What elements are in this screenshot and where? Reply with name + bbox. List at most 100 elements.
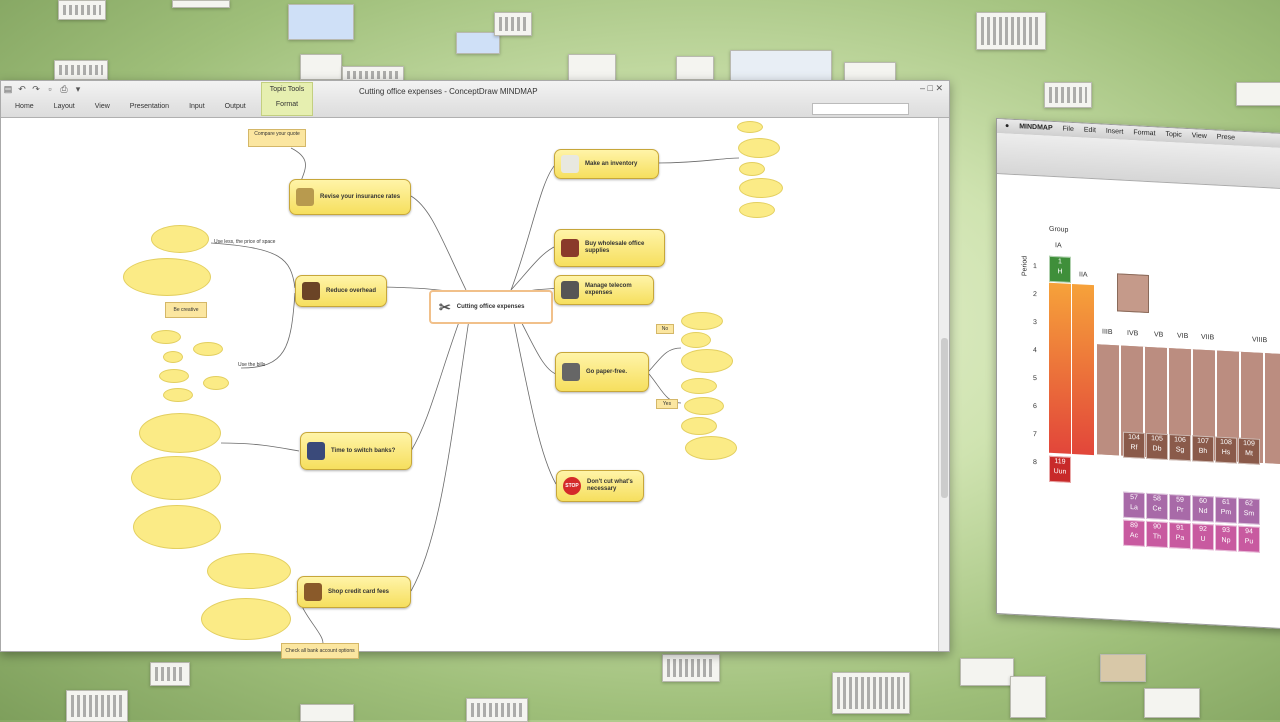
element-cell[interactable]: 119 Uun: [1049, 455, 1071, 483]
subtopic-use-less[interactable]: Use less, the price of space: [214, 239, 276, 245]
element-cell[interactable]: 90 Th: [1146, 520, 1168, 549]
background-thumbnail[interactable]: [172, 0, 230, 8]
element-cell[interactable]: 57 La: [1123, 491, 1145, 519]
tab-output[interactable]: Output: [224, 103, 246, 110]
topic-reduce-overhead[interactable]: Reduce overhead: [295, 275, 387, 307]
background-thumbnail[interactable]: [456, 32, 500, 54]
idea-bubble[interactable]: [151, 225, 209, 253]
idea-bubble[interactable]: [681, 312, 723, 330]
background-thumbnail[interactable]: [1144, 688, 1200, 718]
idea-bubble[interactable]: [681, 417, 717, 435]
element-cell[interactable]: 59 Pr: [1169, 494, 1191, 522]
subtopic-check-fees[interactable]: Check all bank account options: [281, 643, 359, 659]
element-cell[interactable]: 58 Ce: [1146, 492, 1168, 521]
idea-bubble[interactable]: [159, 369, 189, 383]
idea-bubble[interactable]: [737, 121, 763, 133]
central-topic[interactable]: ✂ Cutting office expenses: [429, 290, 553, 324]
topic-tools-context-tab[interactable]: Topic Tools Format: [261, 82, 313, 116]
idea-bubble[interactable]: [193, 342, 223, 356]
menu-view[interactable]: View: [1191, 132, 1207, 141]
element-cell[interactable]: 94 Pu: [1238, 525, 1260, 553]
menu-edit[interactable]: Edit: [1083, 126, 1096, 135]
idea-bubble[interactable]: [684, 397, 724, 415]
idea-bubble[interactable]: [151, 330, 181, 344]
background-thumbnail[interactable]: [976, 12, 1046, 50]
element-cell[interactable]: 62 Sm: [1238, 497, 1260, 525]
tab-input[interactable]: Input: [189, 103, 205, 110]
maximize-icon[interactable]: □: [927, 83, 933, 93]
close-icon[interactable]: ✕: [935, 83, 943, 93]
topic-credit-cards[interactable]: Shop credit card fees: [297, 576, 411, 608]
undo-icon[interactable]: ↶: [18, 84, 26, 94]
background-thumbnail[interactable]: [300, 704, 354, 722]
tab-layout[interactable]: Layout: [53, 103, 75, 110]
search-input[interactable]: [812, 103, 909, 115]
element-cell[interactable]: 1 H: [1049, 255, 1071, 283]
background-thumbnail[interactable]: [568, 54, 616, 82]
background-thumbnail[interactable]: [288, 4, 354, 40]
topic-paper-free[interactable]: Go paper-free.: [555, 352, 649, 392]
mindmap-window[interactable]: ▤ ↶ ↷ ▫ ⎙ ▾ Topic Tools Format Cutting o…: [0, 80, 950, 659]
idea-bubble[interactable]: [738, 138, 780, 158]
idea-bubble[interactable]: [163, 351, 183, 363]
mindmap-canvas[interactable]: ✂ Cutting office expenses Revise your in…: [1, 118, 939, 659]
element-cell[interactable]: 91 Pa: [1169, 522, 1191, 550]
idea-bubble[interactable]: [123, 258, 211, 296]
print-icon[interactable]: ⎙: [60, 84, 68, 94]
background-thumbnail[interactable]: [300, 54, 342, 80]
topic-inventory[interactable]: Make an inventory: [554, 149, 659, 179]
vertical-scrollbar[interactable]: [938, 118, 949, 651]
topic-insurance[interactable]: Revise your insurance rates: [289, 179, 411, 215]
background-thumbnail[interactable]: [832, 672, 910, 714]
background-thumbnail[interactable]: [662, 654, 720, 682]
idea-bubble[interactable]: [739, 162, 765, 176]
element-cell[interactable]: 109 Mt: [1238, 437, 1260, 465]
background-thumbnail[interactable]: [1100, 654, 1146, 682]
topic-wholesale[interactable]: Buy wholesale office supplies: [554, 229, 665, 267]
apple-icon[interactable]: ●: [1005, 122, 1010, 130]
background-thumbnail[interactable]: [466, 698, 528, 722]
element-cell[interactable]: 108 Hs: [1215, 436, 1237, 464]
background-thumbnail[interactable]: [54, 60, 108, 80]
menu-presentation[interactable]: Prese: [1216, 133, 1236, 142]
element-cell[interactable]: 93 Np: [1215, 524, 1237, 552]
background-thumbnail[interactable]: [66, 690, 128, 722]
idea-bubble[interactable]: [681, 349, 733, 373]
subtopic-use-the-bills[interactable]: Use the bills: [238, 362, 266, 368]
background-thumbnail[interactable]: [676, 56, 714, 80]
redo-icon[interactable]: ↷: [32, 84, 40, 94]
idea-bubble[interactable]: [163, 388, 193, 402]
save-icon[interactable]: ▫: [48, 84, 52, 94]
idea-bubble[interactable]: [131, 456, 221, 500]
scrollbar-thumb[interactable]: [941, 338, 948, 498]
background-thumbnail[interactable]: [960, 658, 1014, 686]
label-no[interactable]: No: [656, 324, 674, 334]
idea-bubble[interactable]: [739, 202, 775, 218]
idea-bubble[interactable]: [681, 332, 711, 348]
topic-dont-cut[interactable]: STOP Don't cut what's necessary: [556, 470, 644, 502]
menu-file[interactable]: File: [1062, 125, 1074, 134]
label-yes[interactable]: Yes: [656, 399, 678, 409]
background-thumbnail[interactable]: [494, 12, 532, 36]
element-cell[interactable]: 89 Ac: [1123, 519, 1145, 547]
element-cell[interactable]: 105 Db: [1146, 432, 1168, 461]
menu-format[interactable]: Format: [1133, 129, 1156, 138]
idea-bubble[interactable]: [739, 178, 783, 198]
app-menu-icon[interactable]: ▤: [3, 84, 13, 94]
minimize-icon[interactable]: –: [919, 83, 925, 93]
subtopic-be-creative[interactable]: Be creative: [165, 302, 207, 318]
background-thumbnail[interactable]: [1044, 82, 1092, 108]
topic-telecom[interactable]: Manage telecom expenses: [554, 275, 654, 305]
tab-view[interactable]: View: [94, 103, 110, 110]
background-thumbnail[interactable]: [58, 0, 106, 20]
idea-bubble[interactable]: [203, 376, 229, 390]
tab-presentation[interactable]: Presentation: [129, 103, 170, 110]
idea-bubble[interactable]: [681, 378, 717, 394]
background-thumbnail[interactable]: [1236, 82, 1280, 106]
menu-topic[interactable]: Topic: [1165, 130, 1182, 139]
element-cell[interactable]: 92 U: [1192, 523, 1214, 551]
tab-format[interactable]: Format: [275, 101, 299, 108]
background-thumbnail[interactable]: [1010, 676, 1046, 718]
element-cell[interactable]: 107 Bh: [1192, 435, 1214, 463]
idea-bubble[interactable]: [207, 553, 291, 589]
